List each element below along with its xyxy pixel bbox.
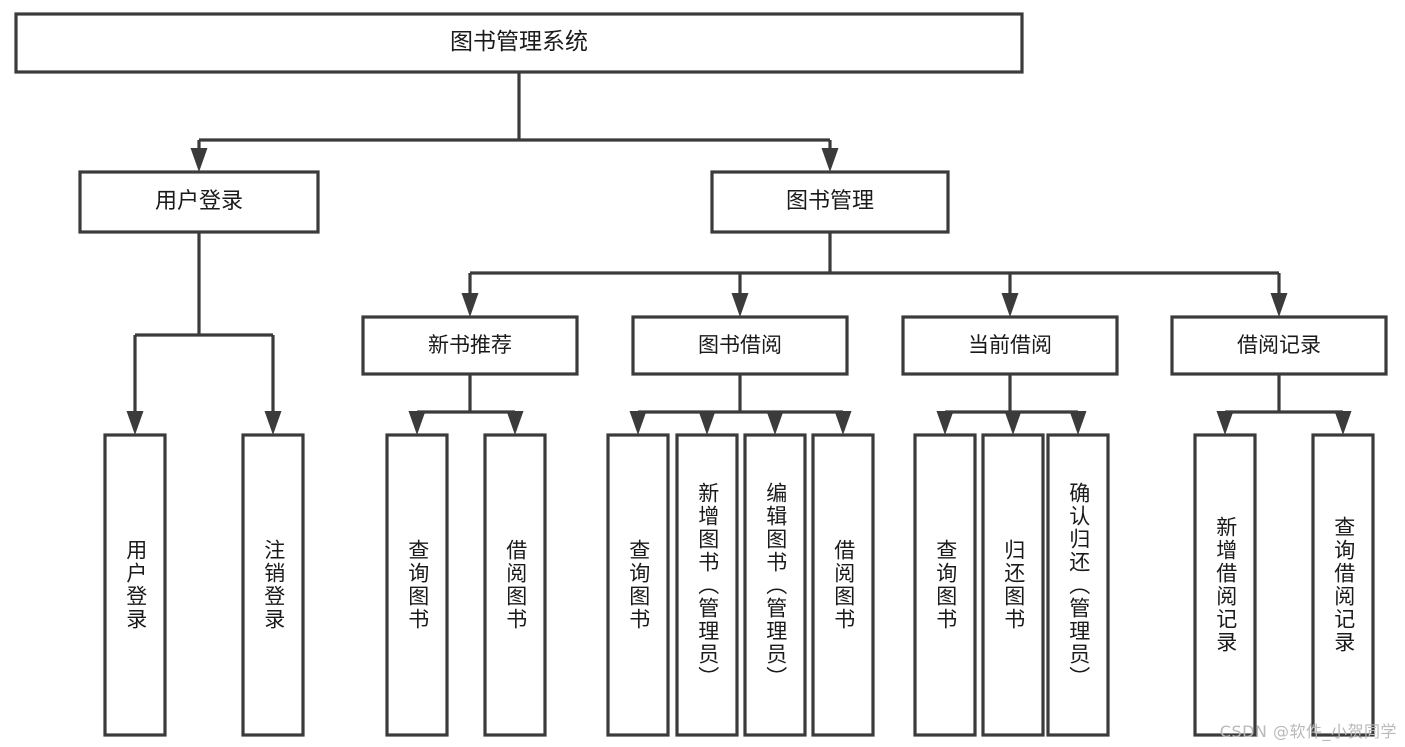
node-boxes-layer — [14, 12, 1388, 737]
node-box-leaf-confirm-return[interactable] — [1046, 433, 1110, 737]
node-box-root[interactable] — [14, 12, 1024, 74]
arrow-head-icon-book-manage — [821, 148, 839, 172]
node-box-user-login[interactable] — [78, 170, 320, 234]
arrow-head-icon-leaf-user-logout — [264, 411, 282, 435]
arrow-head-icon-leaf-confirm-return — [1069, 411, 1087, 435]
watermark-text: CSDN @软件_小贺同学 — [1219, 722, 1397, 741]
arrow-head-icon-leaf-query-book-3 — [936, 411, 954, 435]
node-box-leaf-query-book-2[interactable] — [606, 433, 670, 737]
node-box-leaf-query-record[interactable] — [1311, 433, 1375, 737]
node-box-borrow-record[interactable] — [1170, 315, 1388, 376]
arrow-head-icon-leaf-user-login — [126, 411, 144, 435]
node-box-leaf-borrow-book-2[interactable] — [811, 433, 875, 737]
arrow-head-icon-leaf-add-book — [698, 411, 716, 435]
arrow-head-icon-new-book-rec — [461, 293, 479, 317]
node-box-book-borrow[interactable] — [631, 315, 849, 376]
node-box-book-manage[interactable] — [710, 170, 950, 234]
connectors-layer — [126, 72, 1352, 435]
node-box-leaf-edit-book[interactable] — [743, 433, 807, 737]
node-box-leaf-query-book-1[interactable] — [385, 433, 449, 737]
arrow-head-icon-borrow-record — [1270, 293, 1288, 317]
arrow-head-icon-leaf-edit-book — [766, 411, 784, 435]
arrow-head-icon-leaf-borrow-book-1 — [506, 411, 524, 435]
node-box-leaf-add-book[interactable] — [675, 433, 739, 737]
node-box-leaf-user-login[interactable] — [103, 433, 167, 737]
arrow-head-icon-user-login — [190, 148, 208, 172]
node-box-current-borrow[interactable] — [901, 315, 1119, 376]
node-box-leaf-add-record[interactable] — [1193, 433, 1257, 737]
arrow-head-icon-leaf-add-record — [1216, 411, 1234, 435]
arrow-head-icon-leaf-return-book — [1004, 411, 1022, 435]
node-box-leaf-return-book[interactable] — [981, 433, 1045, 737]
arrow-head-icon-leaf-query-book-1 — [408, 411, 426, 435]
node-box-leaf-query-book-3[interactable] — [913, 433, 977, 737]
arrow-head-icon-current-borrow — [1001, 293, 1019, 317]
node-box-leaf-borrow-book-1[interactable] — [483, 433, 547, 737]
arrow-head-icon-leaf-borrow-book-2 — [834, 411, 852, 435]
arrow-head-icon-book-borrow — [731, 293, 749, 317]
node-box-new-book-rec[interactable] — [361, 315, 579, 376]
arrow-head-icon-leaf-query-record — [1334, 411, 1352, 435]
arrow-head-icon-leaf-query-book-2 — [629, 411, 647, 435]
node-box-leaf-user-logout[interactable] — [241, 433, 305, 737]
